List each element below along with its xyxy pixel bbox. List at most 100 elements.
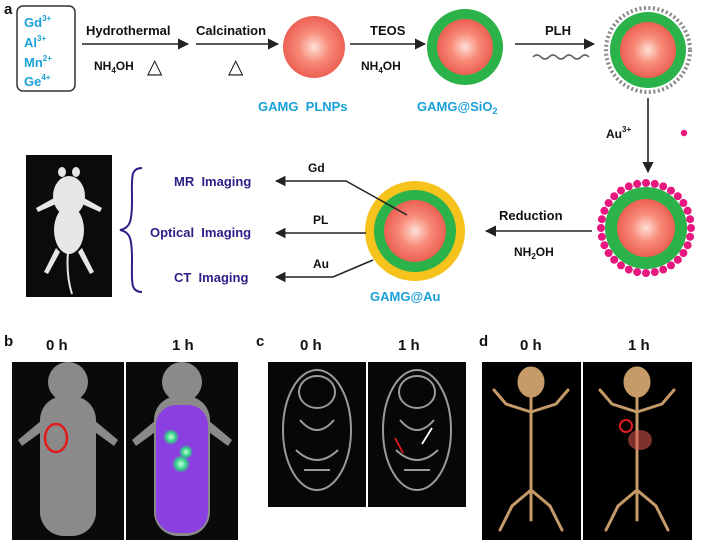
mr-image-1h xyxy=(368,362,466,507)
au-seed-dot xyxy=(687,224,695,232)
au-seed-dots xyxy=(597,179,695,277)
link-label-pl: PL xyxy=(313,213,328,227)
au-seed-dot xyxy=(667,186,675,195)
signal-spot-1 xyxy=(163,429,179,445)
au-seed-dot xyxy=(686,215,695,224)
ct-skeleton-1h xyxy=(598,366,676,532)
ct-contrast-region xyxy=(628,430,652,450)
au-seed-dot xyxy=(673,255,682,264)
element-al: Al xyxy=(24,35,37,50)
panel-b-time-0: 0 h xyxy=(46,337,68,354)
reagent-nh4oh-2: NH xyxy=(361,59,378,73)
au-ion-dot-icon xyxy=(680,129,688,137)
tumor-marker-circle xyxy=(43,422,69,454)
panel-c-time-1: 1 h xyxy=(398,337,420,354)
label-gamg-au: GAMG@Au xyxy=(370,289,441,304)
panel-label-d: d xyxy=(479,333,488,350)
element-gd-charge: 3+ xyxy=(42,14,51,23)
svg-text:Ge4+: Ge4+ xyxy=(24,73,51,89)
au-seed-dot xyxy=(683,241,692,250)
svg-text:NH2OH: NH2OH xyxy=(514,245,554,261)
reagent-nh4oh: NH xyxy=(94,59,111,73)
svg-text:GAMG@SiO2: GAMG@SiO2 xyxy=(417,99,498,116)
au-seed-dot xyxy=(679,249,688,257)
au-seed-dot xyxy=(633,268,642,277)
reagent-nh4oh-sub: 4 xyxy=(111,66,116,75)
au-seed-dot xyxy=(650,268,659,277)
au-seed-dot xyxy=(624,182,633,191)
heat-icon: △ xyxy=(147,54,163,78)
label-gamg-sio2: GAMG@SiO xyxy=(417,99,493,114)
svg-text:NH4OH: NH4OH xyxy=(361,59,401,75)
optical-mouse-0h xyxy=(18,362,118,536)
panel-label-b: b xyxy=(4,333,13,350)
au-seed-dot xyxy=(610,192,619,201)
element-gd: Gd xyxy=(24,15,42,30)
au-seed-dot xyxy=(642,269,650,277)
label-gamg-plnps: GAMG PLNPs xyxy=(258,99,348,114)
element-mn-charge: 2+ xyxy=(43,54,52,63)
panel-label-a: a xyxy=(4,1,13,18)
link-label-gd: Gd xyxy=(308,161,325,175)
mr-arrow-red xyxy=(394,437,404,454)
arrow-gd-mr xyxy=(274,175,408,216)
step-teos: TEOS xyxy=(370,23,406,38)
reagent-nh2oh: NH xyxy=(514,245,531,259)
au-seed-dot xyxy=(617,186,625,195)
arrow-au-ct xyxy=(274,259,374,283)
imaging-optical: Optical Imaging xyxy=(150,225,251,240)
svg-text:NH4OH: NH4OH xyxy=(94,59,134,75)
step-hydrothermal: Hydrothermal xyxy=(86,23,171,38)
plnp-particle xyxy=(283,16,345,78)
au-seed-dot xyxy=(624,265,633,274)
heat-icon-2: △ xyxy=(228,54,244,78)
au-seed-dot xyxy=(617,261,625,270)
panel-b-time-1: 1 h xyxy=(172,337,194,354)
au-seed-dot xyxy=(679,199,688,207)
svg-text:Au3+: Au3+ xyxy=(606,125,631,141)
au-seed-dot xyxy=(659,265,668,274)
au-seed-dot xyxy=(667,261,675,270)
ct-tumor-marker xyxy=(619,419,633,433)
element-mn: Mn xyxy=(24,55,43,70)
au-seed-dot xyxy=(633,179,642,188)
curly-brace xyxy=(119,167,143,293)
mr-body-1h xyxy=(382,369,452,491)
imaging-ct: CT Imaging xyxy=(174,270,248,285)
au-seed-dot xyxy=(597,224,605,232)
au-seed-dot xyxy=(686,232,695,241)
plh-particle-core xyxy=(620,22,676,78)
au-seed-dot xyxy=(604,249,613,257)
ct-skeleton-0h xyxy=(492,366,570,532)
au-seed-dot xyxy=(673,192,682,201)
element-ge: Ge xyxy=(24,74,41,89)
au-seed-dot xyxy=(597,215,606,224)
panel-d-time-1: 1 h xyxy=(628,337,650,354)
au-seed-dot xyxy=(642,179,650,187)
step-reduction: Reduction xyxy=(499,208,563,223)
reagent-au-ion: Au xyxy=(606,127,622,141)
au-seed-dot xyxy=(600,241,609,250)
au-seed-dot xyxy=(597,232,606,241)
precursor-box xyxy=(16,5,76,92)
element-ge-charge: 4+ xyxy=(41,73,50,82)
element-al-charge: 3+ xyxy=(37,34,46,43)
plh-particle-coating xyxy=(604,6,692,94)
panel-c-time-0: 0 h xyxy=(300,337,322,354)
step-calcination: Calcination xyxy=(196,23,266,38)
sio2-particle-core xyxy=(437,19,493,75)
mr-body-0h xyxy=(282,369,352,491)
link-label-au: Au xyxy=(313,257,329,271)
step-plh: PLH xyxy=(545,23,571,38)
au-seed-dot xyxy=(600,206,609,215)
svg-text:Gd3+: Gd3+ xyxy=(24,14,52,30)
au-seed-dot xyxy=(604,199,613,207)
svg-text:Al3+: Al3+ xyxy=(24,34,46,50)
imaging-mr: MR Imaging xyxy=(174,174,251,189)
au-seed-dot xyxy=(683,206,692,215)
mouse-photo xyxy=(36,167,102,295)
svg-text:Mn2+: Mn2+ xyxy=(24,54,52,70)
au-seed-dot xyxy=(659,182,668,191)
mr-arrow-white xyxy=(421,427,433,445)
